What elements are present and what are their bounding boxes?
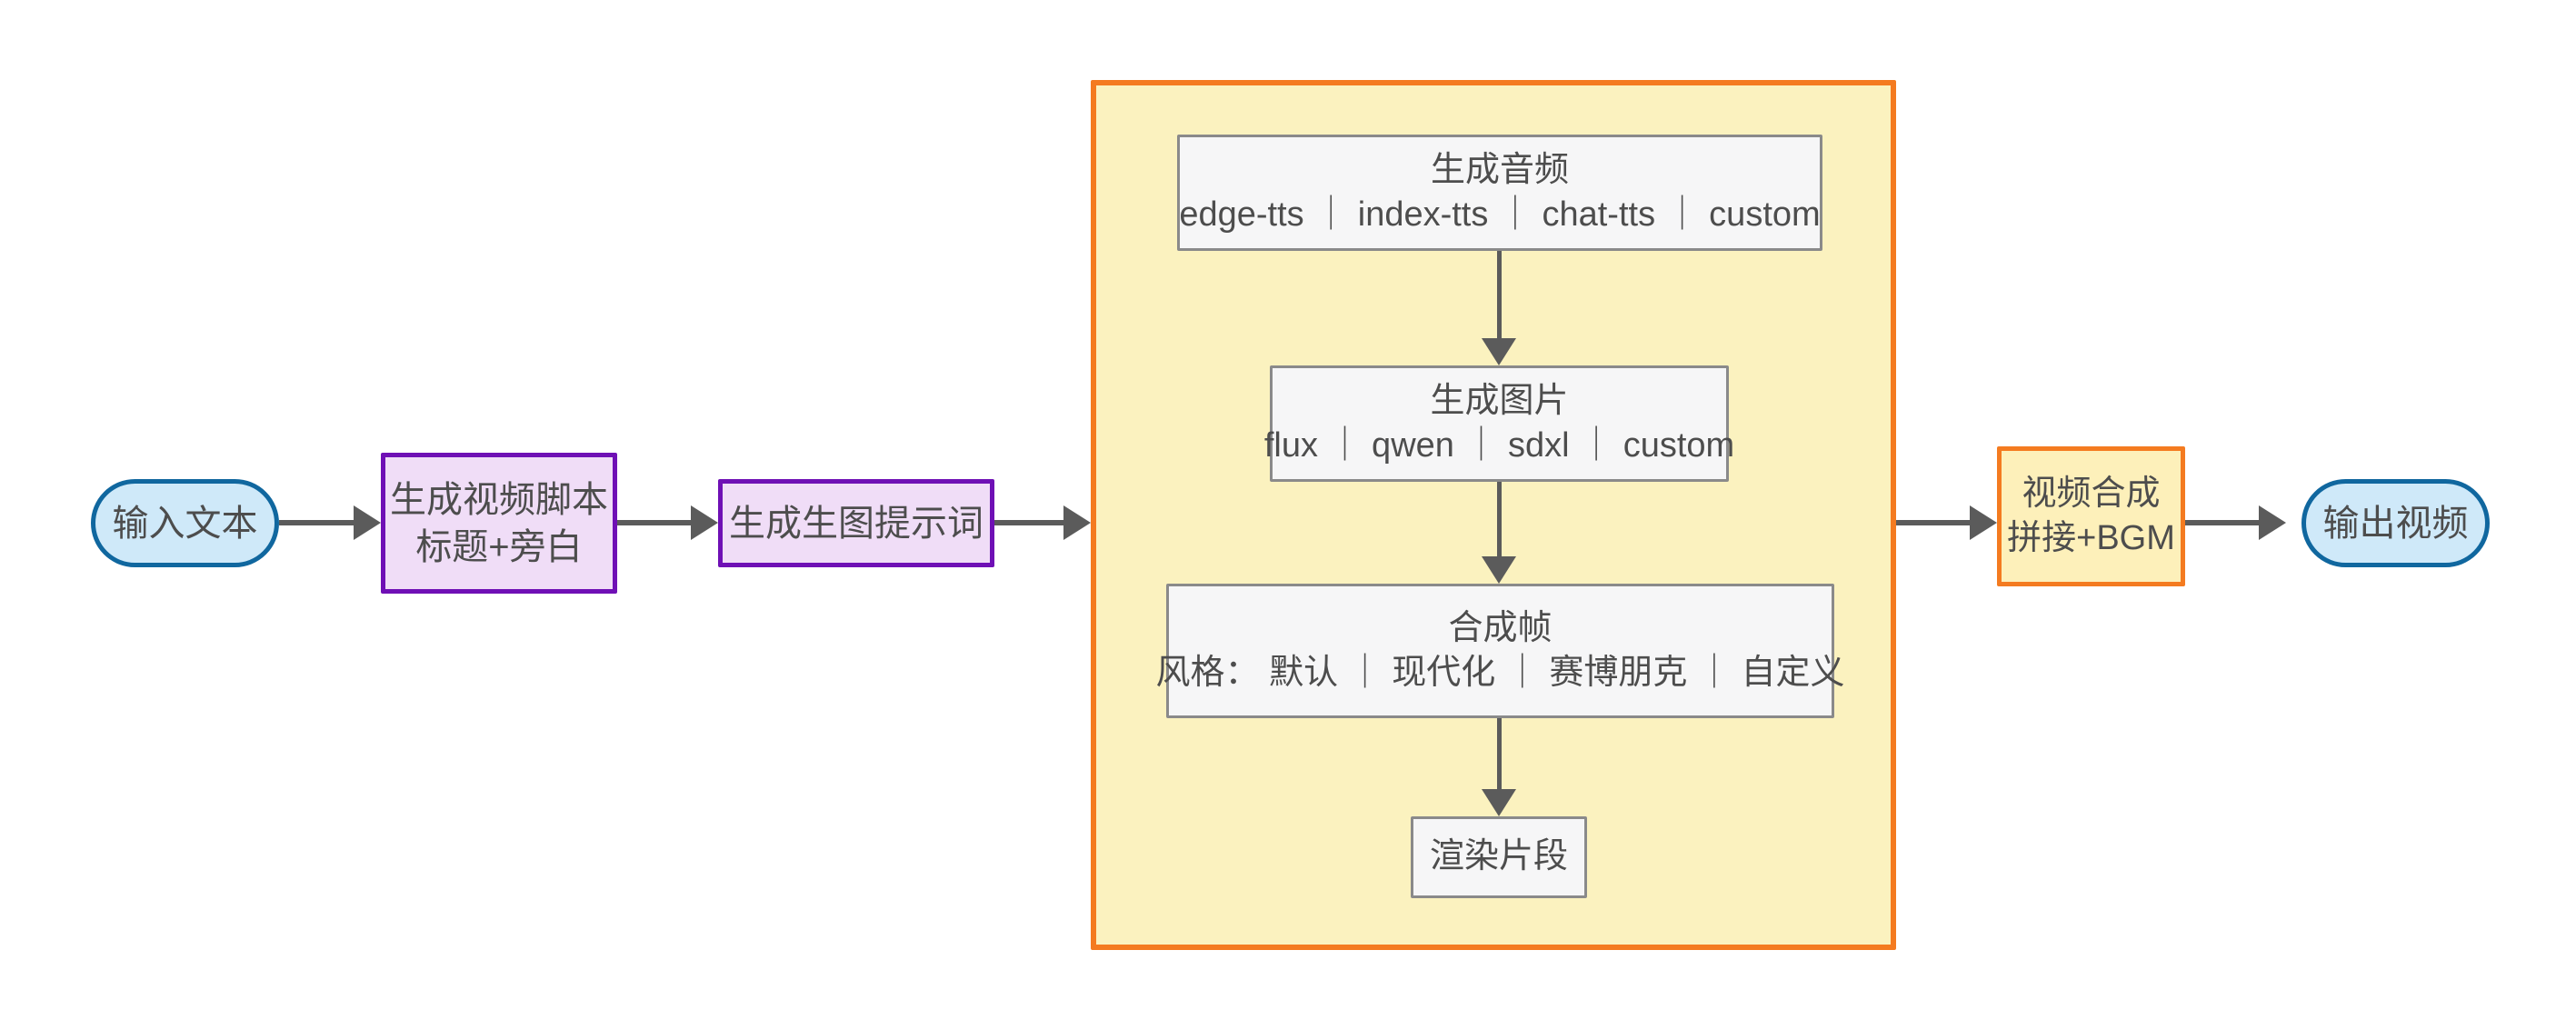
node-render-clip-label: 渲染片段 [1429,837,1568,876]
edge-subgraph-to-merge [1896,520,1971,525]
node-generate-image[interactable]: 生成图片 flux ｜ qwen ｜ sdxl ｜ custom [1264,365,1734,482]
arrowhead-script-to-prompt [691,505,718,540]
edge-prompt-to-subgraph [994,520,1063,525]
node-generate-script[interactable]: 生成视频脚本 标题+旁白 [381,453,617,594]
node-generate-audio[interactable]: 生成音频 edge-tts ｜ index-tts ｜ chat-tts ｜ c… [1177,135,1822,251]
edge-audio-to-image [1497,251,1502,339]
node-compose-frame-line1: 合成帧 [1448,608,1553,647]
node-generate-prompt-label: 生成生图提示词 [729,503,983,544]
node-render-clip[interactable]: 渲染片段 [1411,816,1587,898]
arrowhead-prompt-to-subgraph [1063,505,1091,540]
node-generate-script-line2: 标题+旁白 [415,526,583,567]
node-generate-script-line1: 生成视频脚本 [390,479,608,520]
edge-frame-to-clip [1497,718,1502,789]
edge-input-to-script [279,520,354,525]
node-video-merge-line2: 拼接+BGM [2007,519,2175,557]
arrowhead-audio-to-image [1482,338,1516,365]
arrowhead-merge-to-output [2259,505,2286,540]
node-generate-audio-line2: edge-tts ｜ index-tts ｜ chat-tts ｜ custom [1179,195,1821,234]
node-input-text-label: 输入文本 [112,503,258,544]
node-output-video[interactable]: 输出视频 [2301,479,2490,567]
node-compose-frame[interactable]: 合成帧 风格： 默认 ｜ 现代化 ｜ 赛博朋克 ｜ 自定义 [1156,584,1844,718]
edge-merge-to-output [2185,520,2259,525]
node-compose-frame-line2: 风格： 默认 ｜ 现代化 ｜ 赛博朋克 ｜ 自定义 [1155,654,1845,692]
node-generate-image-line1: 生成图片 [1430,381,1569,420]
arrowhead-input-to-script [354,505,381,540]
node-video-merge-line1: 视频合成 [2022,474,2161,513]
arrowhead-subgraph-to-merge [1970,505,1997,540]
edge-image-to-frame [1497,482,1502,556]
node-output-video-label: 输出视频 [2322,503,2469,544]
node-generate-prompt[interactable]: 生成生图提示词 [718,479,994,567]
edge-script-to-prompt [617,520,691,525]
node-generate-audio-line1: 生成音频 [1430,150,1569,189]
node-generate-image-line2: flux ｜ qwen ｜ sdxl ｜ custom [1263,426,1735,465]
node-video-merge[interactable]: 视频合成 拼接+BGM [1997,446,2185,586]
arrowhead-image-to-frame [1482,556,1516,584]
node-input-text[interactable]: 输入文本 [91,479,279,567]
arrowhead-frame-to-clip [1482,789,1516,816]
